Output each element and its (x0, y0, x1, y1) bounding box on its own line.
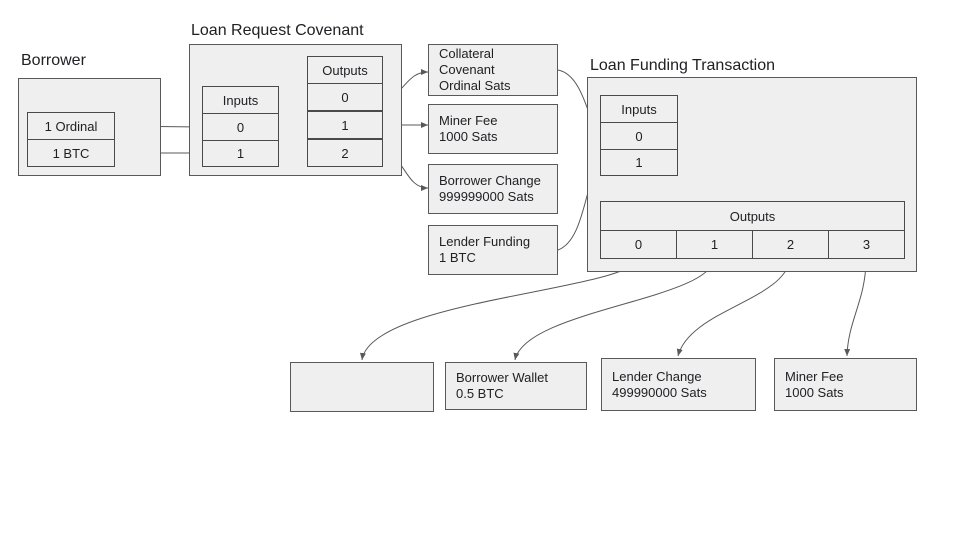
funding-output-2: 2 (752, 230, 829, 259)
lender-funding-amount: 1 BTC (439, 250, 476, 265)
funding-miner-fee-box: Miner Fee 1000 Sats (774, 358, 917, 411)
collateral-line-1: Collateral (439, 46, 494, 61)
lender-funding-box: Lender Funding 1 BTC (428, 225, 558, 275)
arrow-funding-output-2-to-lender-change (676, 258, 791, 357)
borrower-wallet-amount: 0.5 BTC (456, 386, 504, 401)
loan-funding-title: Loan Funding Transaction (590, 57, 776, 74)
borrower-title: Borrower (21, 52, 86, 69)
funding-output-0: 0 (600, 230, 677, 259)
request-output-2: 2 (307, 139, 383, 167)
borrower-wallet-label: Borrower Wallet (456, 370, 548, 385)
lender-funding-label: Lender Funding (439, 234, 531, 249)
request-miner-fee-label: Miner Fee (439, 113, 498, 128)
request-inputs-header: Inputs (202, 86, 279, 114)
funding-input-1: 1 (600, 149, 678, 176)
borrower-change-label: Borrower Change (439, 173, 541, 188)
collateral-covenant-box: Collateral Covenant Ordinal Sats (428, 44, 558, 96)
request-miner-fee-box: Miner Fee 1000 Sats (428, 104, 558, 154)
loan-request-title: Loan Request Covenant (191, 22, 364, 39)
funding-miner-fee-amount: 1000 Sats (785, 384, 844, 400)
funding-outputs-header: Outputs (600, 201, 905, 231)
funding-miner-fee-label: Miner Fee (785, 368, 844, 384)
empty-output-box (290, 362, 434, 412)
collateral-line-2: Covenant (439, 62, 495, 77)
borrower-item-ordinal: 1 Ordinal (27, 112, 115, 140)
borrower-change-amount: 999999000 Sats (439, 189, 534, 204)
borrower-change-box: Borrower Change 999999000 Sats (428, 164, 558, 214)
request-miner-fee-amount: 1000 Sats (439, 129, 498, 144)
lender-change-label: Lender Change (612, 368, 702, 384)
funding-input-0: 0 (600, 122, 678, 150)
request-input-1: 1 (202, 140, 279, 167)
borrower-wallet-box: Borrower Wallet 0.5 BTC (445, 362, 587, 410)
borrower-item-btc: 1 BTC (27, 139, 115, 167)
collateral-line-3: Ordinal Sats (439, 78, 511, 93)
funding-output-3: 3 (828, 230, 905, 259)
request-output-1: 1 (307, 111, 383, 139)
lender-change-amount: 499990000 Sats (612, 384, 707, 400)
request-output-0: 0 (307, 83, 383, 111)
request-outputs-header: Outputs (307, 56, 383, 84)
arrow-funding-output-3-to-miner-fee (844, 258, 867, 357)
lender-change-box: Lender Change 499990000 Sats (601, 358, 756, 411)
funding-inputs-header: Inputs (600, 95, 678, 123)
funding-output-1: 1 (676, 230, 753, 259)
request-input-0: 0 (202, 113, 279, 141)
